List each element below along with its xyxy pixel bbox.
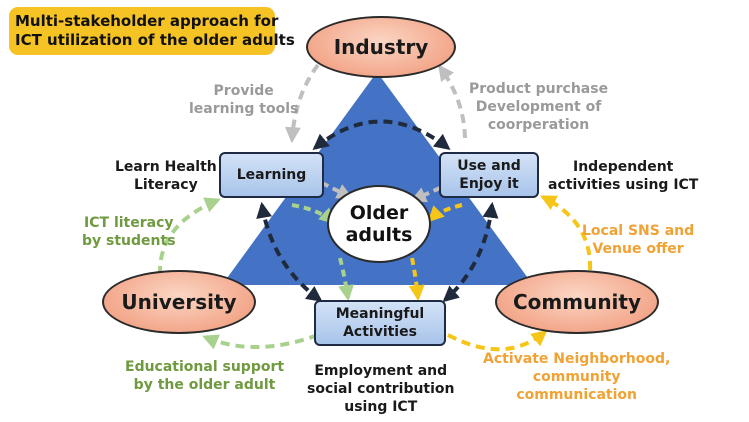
learn-health-literacy-label: Learn Health Literacy bbox=[115, 159, 217, 193]
provide-tools-label: Provide learning tools bbox=[189, 83, 299, 117]
diagram-title: Multi-stakeholder approach for ICT utili… bbox=[9, 7, 295, 55]
use-enjoy-line-2: Enjoy it bbox=[459, 176, 519, 192]
meaningful-line-1: Meaningful bbox=[335, 306, 425, 322]
arrow-community-to-use bbox=[540, 195, 593, 271]
title-line-1: Multi-stakeholder approach for bbox=[15, 12, 279, 30]
industry-node: Industry bbox=[306, 16, 456, 78]
local-sns-label: Local SNS and Venue offer bbox=[582, 223, 695, 257]
university-node: University bbox=[102, 270, 256, 334]
arrow-use-meaningful bbox=[442, 201, 499, 303]
older-adults-node: Older adults bbox=[327, 185, 431, 263]
older-adults-line-2: adults bbox=[345, 224, 413, 246]
arrow-older-to-meaningful-yellow bbox=[408, 257, 425, 302]
arrow-meaningful-to-university bbox=[202, 333, 319, 350]
arrow-industry-to-learning bbox=[284, 63, 320, 144]
arrow-meaningful-to-community bbox=[447, 329, 548, 352]
arrow-use-to-older-yellow bbox=[427, 203, 463, 223]
employment-label: Employment and social contribution using… bbox=[307, 363, 455, 415]
community-node: Community bbox=[495, 270, 659, 334]
meaningful-line-2: Activities bbox=[343, 324, 417, 340]
learning-box: Learning bbox=[219, 152, 324, 198]
independent-activities-label: Independent activities using ICT bbox=[548, 159, 699, 193]
arrow-learning-use-arc bbox=[312, 119, 451, 151]
activate-neighborhood-label: Activate Neighborhood, community communi… bbox=[483, 351, 671, 403]
arrow-older-to-meaningful-green bbox=[338, 257, 355, 302]
arrow-use-to-industry bbox=[438, 64, 467, 139]
product-purchase-label: Product purchase Development of coorpera… bbox=[469, 81, 609, 133]
title-line-2: ICT utilization of the older adults bbox=[15, 31, 295, 49]
learning-label: Learning bbox=[236, 167, 307, 183]
educational-support-label: Educational support by the older adult bbox=[125, 359, 285, 393]
older-adults-line-1: Older bbox=[349, 202, 409, 224]
use-enjoy-box: Use and Enjoy it bbox=[439, 152, 539, 198]
meaningful-activities-box: Meaningful Activities bbox=[314, 300, 446, 346]
arrow-university-to-learning bbox=[157, 197, 221, 276]
ict-literacy-label: ICT literacy by students bbox=[82, 215, 176, 249]
use-enjoy-line-1: Use and bbox=[457, 158, 521, 174]
